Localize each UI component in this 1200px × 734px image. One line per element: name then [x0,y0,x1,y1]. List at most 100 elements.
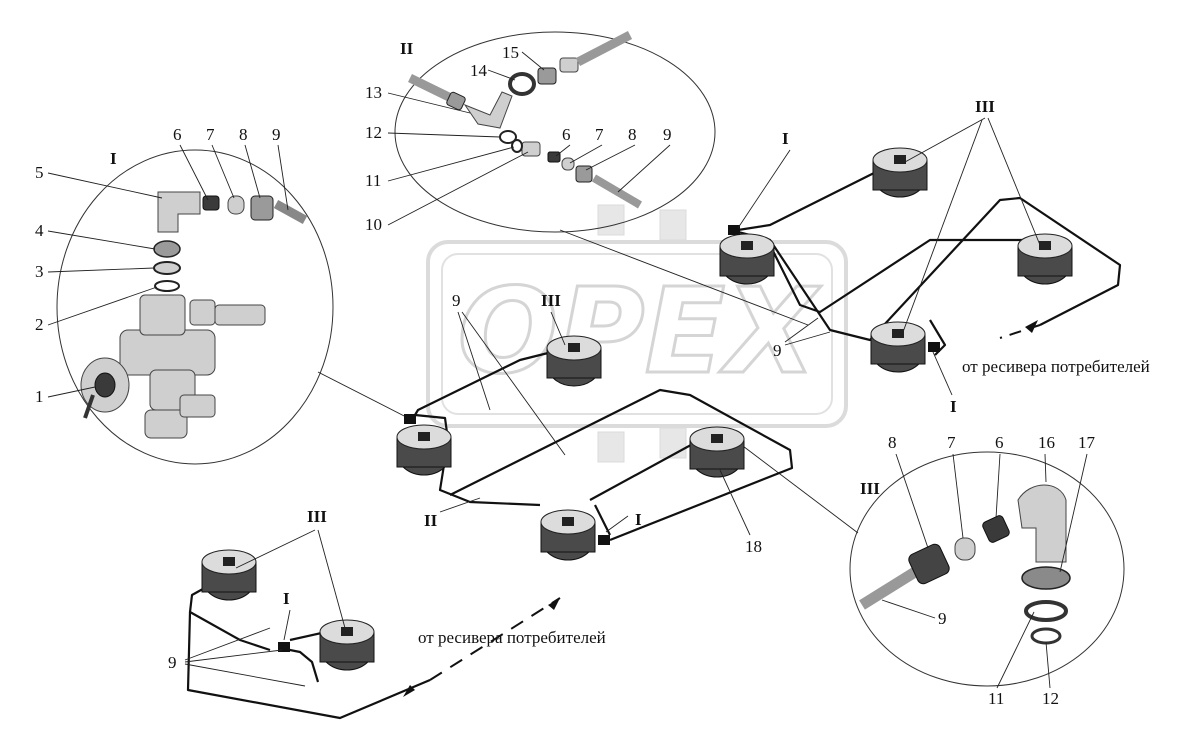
valve-markers [278,225,940,652]
main-label-III-middle: III [541,291,561,310]
elbow-16 [1017,484,1067,563]
callout-III-leaders [881,453,1088,689]
brake-chambers [201,147,1073,671]
ring-12-III [1030,627,1062,645]
nut-4 [153,240,181,258]
pipe-route-upper-2 [737,196,1122,342]
arrow-lower-receiver-up [548,598,560,610]
callout-III-label-11: 11 [988,689,1004,708]
brake-chamber [319,619,375,671]
callout-III-label-7: 7 [947,433,956,452]
callout-II-label-13: 13 [365,83,382,102]
main-labels: I I I I II III III III 9 9 9 18 от ресив… [168,97,1150,672]
ring-2 [154,280,180,292]
pipe-dashed-lower [429,597,561,681]
piping-network [186,161,1122,720]
callout-II-title: II [400,39,414,58]
callout-III-label-16: 16 [1038,433,1055,452]
callout-II-label-11: 11 [365,171,381,190]
callout-II-circle [394,31,716,233]
callout-I: I 1 2 3 4 5 6 7 8 [35,125,334,465]
callout-II-leaders [387,51,671,226]
main-label-III-bottom-left: III [307,507,327,526]
protection-valve [80,294,266,439]
brake-chamber [689,426,745,478]
nut-8-III [908,543,950,585]
valve-marker [598,535,610,545]
callout-I-title: I [110,149,117,168]
callout-II-label-8: 8 [628,125,637,144]
arrow-right-receiver [1025,320,1038,333]
callout-II-label-14: 14 [470,61,488,80]
brake-chamber [872,147,928,198]
main-label-9-middle: 9 [452,291,461,310]
callout-III-label-6: 6 [995,433,1004,452]
brake-chamber [870,321,926,373]
washer-14 [508,72,536,96]
callout-I-label-3: 3 [35,262,44,281]
pipe-route-mid-3 [449,388,794,542]
valve-marker [928,342,940,352]
main-leaders [184,117,1041,687]
callout-I-label-6: 6 [173,125,182,144]
main-label-III-top-right: III [975,97,995,116]
note-receiver-bottom: от ресивера потребителей [418,628,606,647]
main-label-I-bottom: I [283,589,290,608]
main-label-I-middle: I [635,510,642,529]
callout-II-label-15: 15 [502,43,519,62]
ring-11 [511,139,523,153]
receiver-arrows [403,320,1038,697]
callout-I-label-4: 4 [35,221,44,240]
pipe-route-mid-4 [589,439,701,501]
main-label-I-top: I [782,129,789,148]
nut-17 [1021,566,1071,590]
washer-11-III [1024,600,1068,622]
filter-6-III [982,515,1010,543]
pipe-detail-II-right [575,31,633,66]
watermark-text: OPEX [458,262,821,400]
brake-chamber [396,424,452,476]
valve-marker [404,414,416,424]
fitting-15b [559,57,579,73]
pipe-detail-II-left [408,73,457,105]
main-label-9-bottom-left: 9 [168,653,177,672]
watermark-gear [597,204,687,463]
watermark-frame-inner [441,253,833,415]
callout-III-circle [849,451,1125,687]
pipe-9-detail-I [273,200,308,224]
pipe-9-detail-III [859,567,918,610]
note-receiver-right: от ресивера потребителей [962,357,1150,376]
callout-I-label-9: 9 [272,125,281,144]
callout-II: II 13 12 11 10 14 15 6 7 8 9 [365,31,716,234]
pipe-9-detail-II [591,174,643,209]
callout-II-label-10: 10 [365,215,382,234]
pipe-route-upper-3 [769,238,1040,314]
callout-III-label-8: 8 [888,433,897,452]
main-label-II: II [424,511,438,530]
callout-III-title: III [860,479,880,498]
nut-13 [446,91,466,111]
filter-6 [202,195,220,211]
ring-7 [227,195,245,215]
brake-chamber [719,233,775,285]
callout-connector-lines [317,229,859,534]
callout-II-label-6: 6 [562,125,571,144]
callout-III-label-12: 12 [1042,689,1059,708]
callout-I-label-8: 8 [239,125,248,144]
callout-I-label-2: 2 [35,315,44,334]
valve-marker [728,225,740,235]
valve-marker [278,642,290,652]
callout-I-label-7: 7 [206,125,215,144]
main-label-18: 18 [745,537,762,556]
callout-I-label-5: 5 [35,163,44,182]
brake-chamber [1017,233,1073,285]
tee-fitting [463,91,513,129]
main-label-9-right: 9 [773,341,782,360]
nut-15 [537,67,557,85]
callout-I-circle [56,149,334,465]
ring-7-II [561,157,575,171]
elbow-5 [157,191,201,233]
callout-I-label-1: 1 [35,387,44,406]
callout-II-label-7: 7 [595,125,604,144]
